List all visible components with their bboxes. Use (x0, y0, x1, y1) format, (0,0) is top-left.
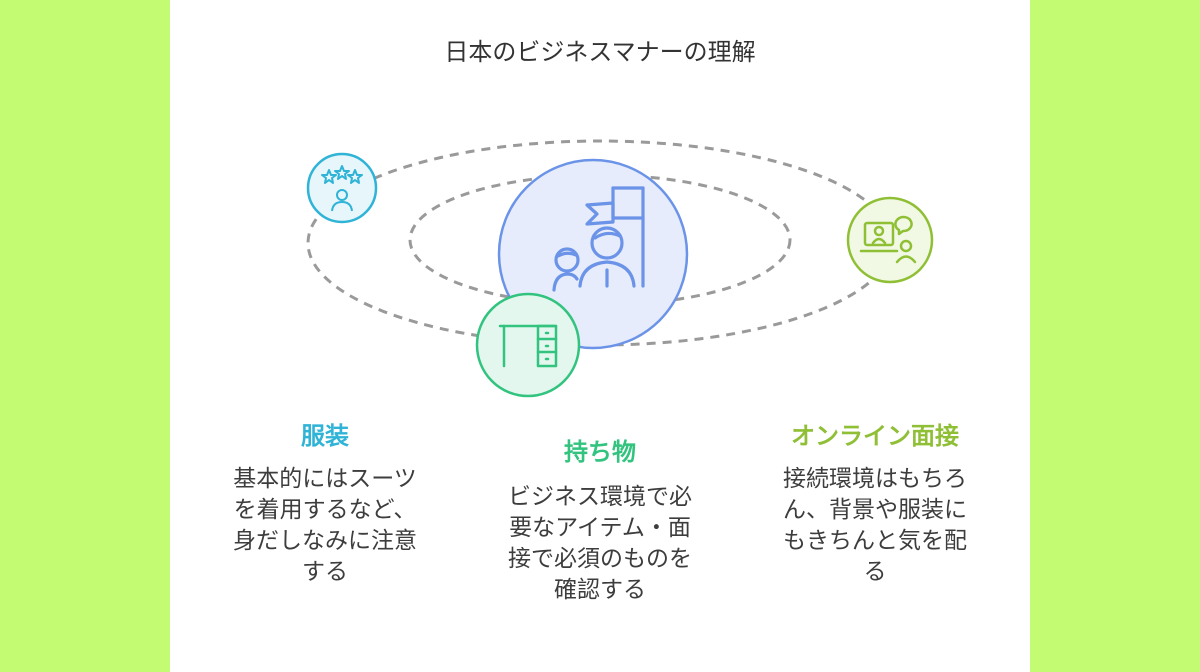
item-desc-belongings: ビジネス環境で必 要なアイテム・面 接で必須のものを 確認する (508, 484, 692, 603)
item-desc-online: 接続環境はもちろ ん、背景や服装に もきちんと気を配 る (783, 466, 967, 585)
item-heading-online: オンライン面接 (791, 422, 959, 450)
diagram-canvas: 日本のビジネスマナーの理解 (170, 0, 1030, 672)
video-interview-icon (859, 215, 917, 264)
online-node (846, 196, 934, 284)
item-desc-clothing: 基本的にはスーツ を着用するなど、 身だしなみに注意 する (233, 466, 417, 585)
team-flag-icon (552, 186, 645, 292)
orbit-diagram (306, 139, 934, 398)
clothing-node (306, 152, 378, 224)
desk-icon (498, 324, 558, 368)
page-title: 日本のビジネスマナーの理解 (444, 38, 756, 66)
belongings-node (475, 292, 581, 398)
star-rating-person-icon (321, 165, 363, 212)
item-heading-belongings: 持ち物 (564, 438, 636, 466)
item-heading-clothing: 服装 (301, 422, 349, 450)
